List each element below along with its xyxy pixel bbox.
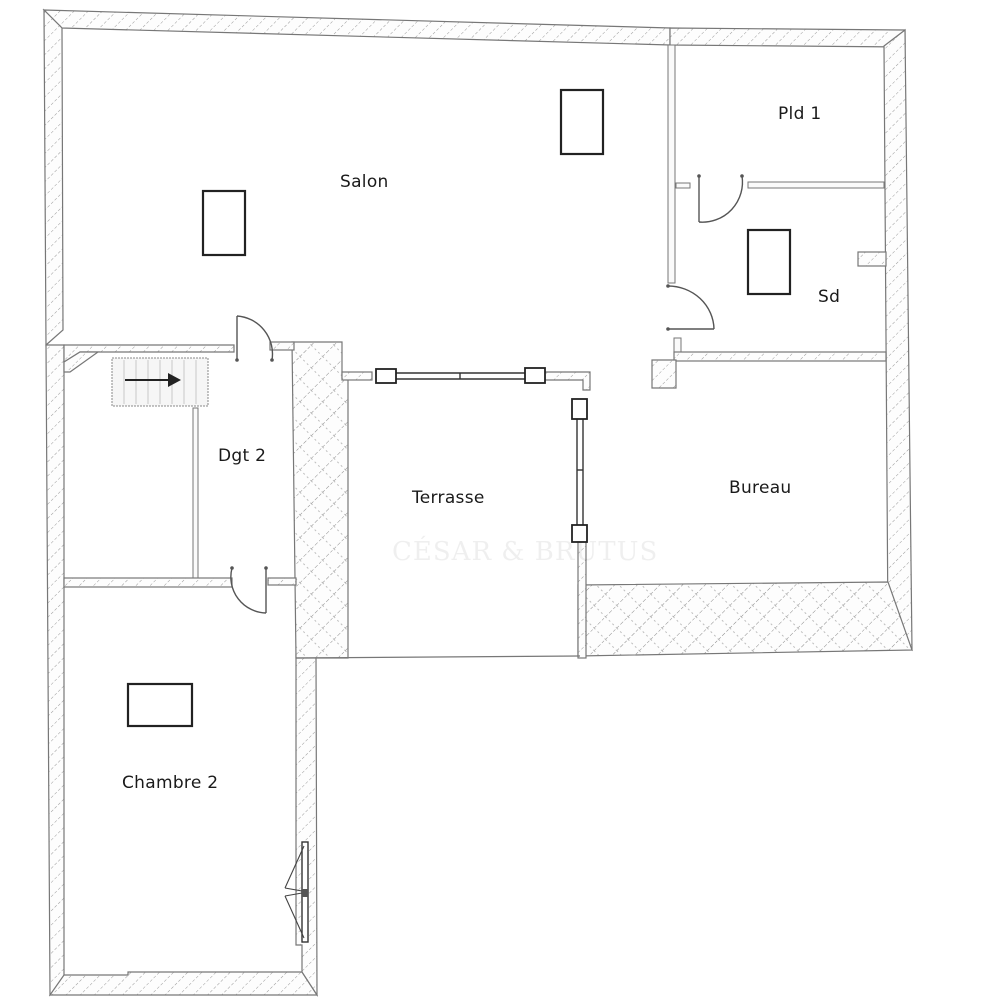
skylight-sd xyxy=(746,228,792,296)
wall-sd-bureau xyxy=(673,351,887,362)
staircase xyxy=(111,357,209,407)
room-label-bureau: Bureau xyxy=(729,478,792,498)
window-chambre xyxy=(284,841,309,943)
wall-left-lower xyxy=(45,344,65,997)
wall-pld-sd xyxy=(747,181,885,189)
wall-top-pld xyxy=(669,27,906,48)
wall-dgt-partition xyxy=(192,407,199,579)
stair-direction-arrow-icon xyxy=(125,373,181,387)
wall-stair-corner xyxy=(63,351,100,373)
wall-chambre-top-left xyxy=(63,577,233,588)
wall-column-thick xyxy=(291,341,349,659)
skylight-salon-right xyxy=(559,88,605,156)
wall-salon-pld xyxy=(667,44,676,284)
door-salon-dgt xyxy=(235,315,274,362)
wall-bottom-bureau xyxy=(577,581,913,657)
window-terrasse-right xyxy=(571,398,588,543)
room-label-terrasse: Terrasse xyxy=(412,488,485,508)
wall-left-salon xyxy=(43,8,64,347)
room-label-dgt2: Dgt 2 xyxy=(218,446,267,466)
wall-chambre-top-right xyxy=(267,577,297,586)
room-label-sd: Sd xyxy=(818,287,841,307)
room-label-chambre2: Chambre 2 xyxy=(122,773,219,793)
room-label-pld1: Pld 1 xyxy=(778,104,822,124)
wall-right xyxy=(883,28,913,652)
room-label-salon: Salon xyxy=(340,172,389,192)
watermark: CÉSAR & BRUTUS xyxy=(392,537,659,567)
skylight-salon-left xyxy=(201,189,247,257)
skylight-chambre xyxy=(126,682,194,728)
wall-salon-bottom-left xyxy=(63,344,235,364)
wall-top-salon xyxy=(42,9,671,46)
wall-terrasse-top-right xyxy=(544,371,591,391)
window-terrasse-top xyxy=(375,367,546,384)
interior-walls xyxy=(63,44,887,659)
wall-right-chambre xyxy=(295,654,318,998)
wall-terrasse-top-left xyxy=(341,371,373,381)
door-sd xyxy=(666,284,715,331)
wall-pld-sd-stub xyxy=(675,182,691,189)
door-dgt-chambre xyxy=(230,566,268,614)
wall-dgt-top xyxy=(269,341,295,351)
wall-sd-niche xyxy=(857,251,887,267)
door-pld xyxy=(697,174,744,223)
wall-bureau-corner xyxy=(651,359,677,389)
wall-bottom-chambre xyxy=(48,971,319,996)
